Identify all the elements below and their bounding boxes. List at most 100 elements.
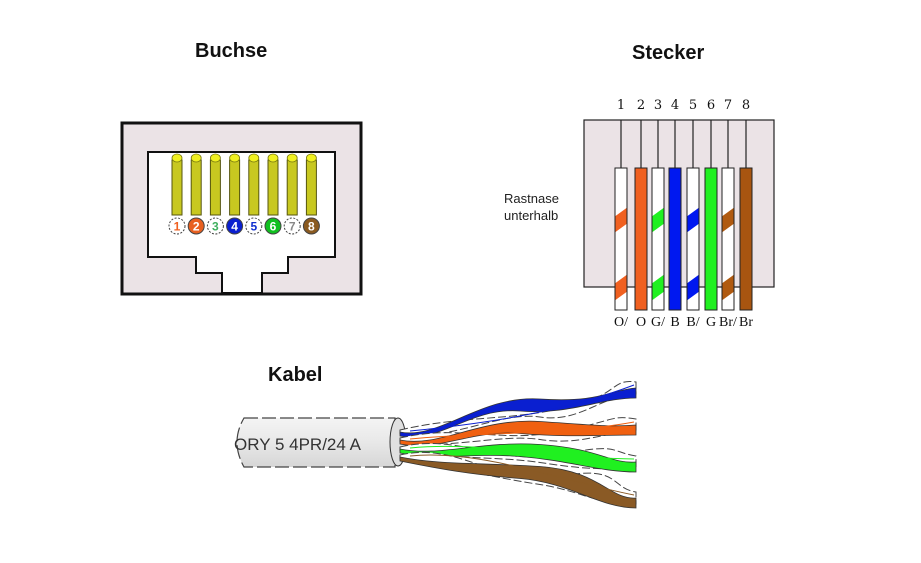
cable-stripe-line	[409, 445, 635, 460]
plug-wire-stripe	[652, 208, 664, 232]
plug-wire-body	[686, 167, 700, 311]
plug-wire-body	[614, 167, 628, 311]
socket-pin-marker: 5	[245, 217, 263, 235]
socket-pin-marker: 7	[283, 217, 301, 235]
plug-wires	[614, 120, 753, 311]
socket-pin-marker: 4	[226, 217, 244, 235]
socket-title: Buchse	[195, 40, 268, 62]
plug-pin-number: 4	[671, 98, 679, 113]
socket-contact	[286, 159, 298, 216]
socket-contact	[229, 159, 241, 216]
cable-title: Kabel	[268, 364, 323, 386]
latch-note: Rastnase unterhalb	[504, 190, 559, 224]
socket-contact-tip	[286, 153, 298, 163]
plug-wire	[721, 167, 735, 311]
socket-contact-tip	[209, 153, 221, 163]
plug-wire-stripe	[722, 275, 734, 300]
plug-pin-number: 8	[742, 98, 750, 113]
cable-twisted-pairs	[399, 380, 637, 509]
plug-wire	[686, 167, 700, 311]
plug-wire	[704, 167, 718, 311]
plug-wire-stripe	[652, 275, 664, 300]
socket-pin-number: 7	[289, 220, 296, 234]
plug-pin-number: 1	[617, 98, 625, 113]
plug-wire-body	[668, 167, 682, 311]
plug-wire-body	[721, 167, 735, 311]
socket-pin-marker: 8	[302, 217, 320, 235]
plug-wire	[739, 167, 753, 311]
plug-pin-number: 3	[654, 98, 662, 113]
cable-diagram: ORY 5 4PR/24 A	[234, 380, 637, 509]
plug-wire-label: G/	[651, 315, 665, 330]
plug-wire	[651, 167, 665, 311]
cable-pair-orange	[399, 417, 637, 447]
plug-pin-number: 5	[689, 98, 697, 113]
socket-pin-number: 1	[174, 220, 181, 234]
pin-color-circle	[206, 217, 224, 235]
plug-wire-stripe	[722, 208, 734, 232]
socket-pin-number: 4	[231, 220, 238, 234]
socket-contact	[267, 159, 279, 216]
cable-colored-strand	[399, 420, 637, 447]
plug-title: Stecker	[632, 42, 705, 64]
cable-stripe-line	[409, 421, 635, 440]
plug-wire-body	[634, 167, 648, 311]
cable-jacket-print: ORY 5 4PR/24 A	[234, 435, 362, 454]
plug-wire	[668, 167, 682, 311]
pin-color-circle	[226, 217, 244, 235]
plug-pin-number: 6	[707, 98, 715, 113]
socket-pin-marker: 3	[206, 217, 224, 235]
cable-pair-blue	[399, 380, 637, 438]
plug-wire-stripe	[687, 275, 699, 300]
socket-contact	[248, 159, 260, 216]
socket-pin-marker: 6	[264, 217, 282, 235]
cable-colored-strand	[399, 456, 637, 509]
cable-colored-strand	[399, 443, 637, 473]
socket-contact-tip	[248, 153, 260, 163]
latch-note-line2: unterhalb	[504, 208, 559, 223]
socket-pin-number: 6	[270, 220, 277, 234]
plug-wire-body	[704, 167, 718, 311]
socket-pin-number: 3	[212, 220, 219, 234]
pin-color-circle	[302, 217, 320, 235]
pin-color-circle	[187, 217, 205, 235]
socket-pin-number: 5	[250, 220, 257, 234]
cable-pair-green	[399, 443, 637, 473]
plug-wire-label: O	[636, 315, 646, 330]
plug-wire-stripe	[615, 275, 627, 300]
socket-pin-marker: 2	[187, 217, 205, 235]
plug-pin-number: 2	[637, 98, 645, 113]
socket-contact-tip	[305, 153, 317, 163]
cable-stripe-line	[409, 454, 635, 496]
socket-contact	[171, 159, 183, 216]
plug-wire-label: B	[670, 315, 679, 330]
plug-wire-label: Br	[739, 315, 753, 330]
socket-pin-marker: 1	[168, 217, 186, 235]
cable-jacket	[236, 417, 396, 468]
socket-contact	[209, 159, 221, 216]
socket-contact-tip	[267, 153, 279, 163]
cable-pair-brown	[399, 451, 637, 509]
cable-colored-strand	[399, 387, 637, 438]
plug-wire-body	[739, 167, 753, 311]
socket-contact-tip	[229, 153, 241, 163]
plug-wire-stripe	[687, 208, 699, 232]
plug-wire-label: O/	[614, 315, 628, 330]
socket-pin-number: 8	[308, 220, 315, 234]
plug-pin-number: 7	[724, 98, 732, 113]
socket-contact	[305, 159, 317, 216]
plug-wire-label: G	[706, 315, 716, 330]
socket-contact	[190, 159, 202, 216]
socket-contact-tip	[190, 153, 202, 163]
socket-contacts	[171, 153, 317, 216]
pin-color-circle	[264, 217, 282, 235]
latch-note-line1: Rastnase	[504, 191, 559, 206]
pin-color-circle	[283, 217, 301, 235]
socket-pin-number: 2	[193, 220, 200, 234]
socket-contact-tip	[171, 153, 183, 163]
